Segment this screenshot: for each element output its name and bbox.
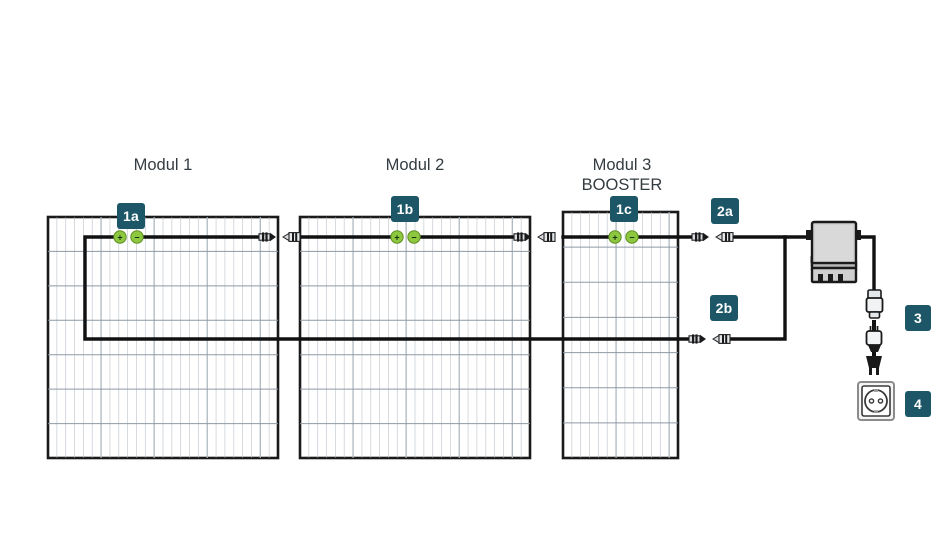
dc-wiring [83,235,876,358]
ac-plug-connector[interactable] [865,289,884,352]
badge-4[interactable]: 4 [905,391,931,417]
badge-1b[interactable]: 1b [391,196,419,222]
svg-text:−: − [134,232,139,242]
svg-text:+: + [612,232,617,242]
connector-pair-2a[interactable] [691,231,734,243]
svg-text:+: + [117,232,122,242]
connector-pair-modul2-modul3[interactable] [513,231,556,243]
badge-3[interactable]: 3 [905,305,931,331]
label-modul-2: Modul 2 [385,156,445,174]
badge-1c[interactable]: 1c [610,196,638,222]
module-terminals: + − + − + − [113,230,639,244]
label-modul-1: Modul 1 [133,156,193,174]
connector-pair-2b[interactable] [688,333,731,345]
connector-pair-modul1-modul2[interactable] [258,231,301,243]
module-2-minus: − [407,230,421,244]
module-1-plus: + [113,230,127,244]
badge-1a[interactable]: 1a [117,203,145,229]
power-plug [866,356,882,375]
module-3[interactable] [561,210,680,460]
svg-text:+: + [394,232,399,242]
microinverter[interactable] [806,220,861,284]
svg-text:−: − [629,232,634,242]
badge-2a[interactable]: 2a [711,198,739,224]
badge-2b[interactable]: 2b [710,295,738,321]
wall-socket[interactable] [857,381,895,421]
module-3-minus: − [625,230,639,244]
module-3-plus: + [608,230,622,244]
pv-modules [46,210,680,460]
module-2-plus: + [390,230,404,244]
svg-text:−: − [411,232,416,242]
label-modul-3: Modul 3 BOOSTER [581,156,663,194]
module-1-minus: − [130,230,144,244]
